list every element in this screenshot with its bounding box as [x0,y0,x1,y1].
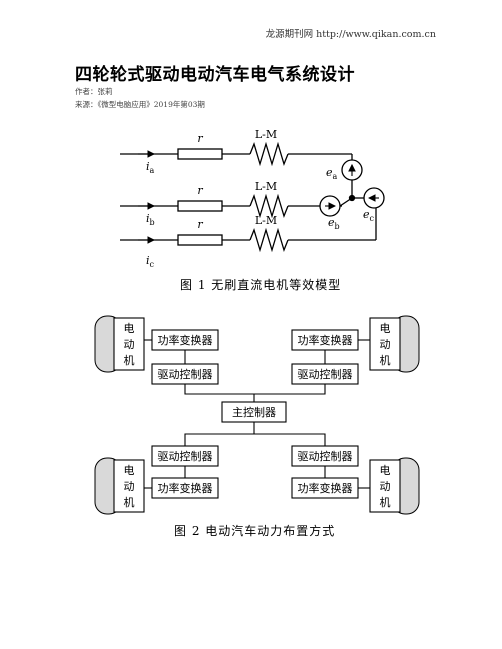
resistor-label-c: r [197,218,203,231]
current-label-b: ib [146,212,155,227]
motor-top-left-char-1: 电 [124,322,135,335]
drive-controller-bottom-right: 驱动控制器 [298,449,353,463]
article-source: 来源：《微型电脑应用》2019年第03期 [75,100,205,109]
motor-top-right-char-3: 机 [380,353,391,367]
power-converter-top-right: 功率变换器 [298,333,353,347]
figure-2-caption: 图 2 电动汽车动力布置方式 [174,524,336,538]
power-converter-top-left: 功率变换器 [158,333,213,347]
inductor-label-b: L-M [255,180,277,193]
drive-controller-top-right: 驱动控制器 [298,367,353,381]
motor-top-right-char-1: 电 [380,322,391,335]
power-converter-bottom-right: 功率变换器 [298,481,353,495]
motor-bottom-left-char-3: 机 [124,495,135,509]
article-title: 四轮轮式驱动电动汽车电气系统设计 [75,65,355,85]
drive-controller-top-left: 驱动控制器 [158,367,213,381]
motor-top-left-char-3: 机 [124,353,135,367]
motor-top-right-char-2: 动 [380,338,391,351]
inductor-label-c: L-M [255,214,277,227]
drive-controller-bottom-left: 驱动控制器 [158,449,213,463]
current-label-c: ic [146,254,155,269]
emf-label-b: eb [328,216,340,231]
figure-1-caption: 图 1 无刷直流电机等效模型 [180,278,342,292]
journal-site-header: 龙源期刊网 http://www.qikan.com.cn [265,29,436,40]
motor-top-left-char-2: 动 [124,338,135,351]
main-controller: 主控制器 [232,405,276,419]
motor-bottom-right-char-3: 机 [380,495,391,509]
motor-bottom-right-char-1: 电 [380,464,391,477]
current-label-a: ia [146,160,155,175]
emf-label-c: ec [363,208,375,223]
resistor-label-a: r [197,132,203,145]
resistor-label-b: r [197,184,203,197]
motor-bottom-left-char-1: 电 [124,464,135,477]
motor-bottom-left-char-2: 动 [124,480,135,493]
emf-label-a: ea [326,166,338,181]
article-author: 作者：张莉 [75,87,113,96]
motor-bottom-right-char-2: 动 [380,480,391,493]
figure-2-diagram: 电 动 机 电 动 机 电 动 机 电 动 机 功率变换器 驱动控制器 功率变换… [94,315,420,515]
inductor-label-a: L-M [255,128,277,141]
power-converter-bottom-left: 功率变换器 [158,481,213,495]
figure-1-circuit: r r r L-M L-M L-M ia ib ic ea eb ec [120,128,385,269]
